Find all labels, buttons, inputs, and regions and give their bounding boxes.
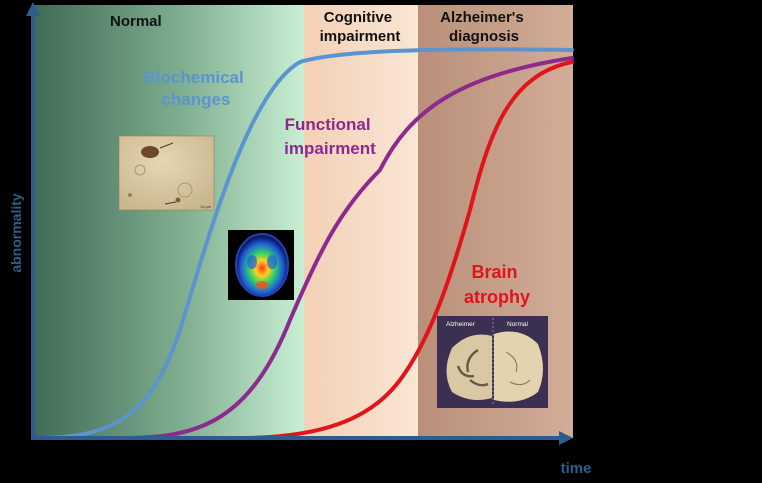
- stage-panel-cognitive-impairment: [304, 5, 418, 438]
- stage-panel-normal: [33, 5, 304, 438]
- pet-scan-image: [228, 230, 294, 300]
- brain-image-label-alzheimer: Alzheimer: [446, 321, 476, 328]
- label-biochemical-changes: Biochemical changes: [144, 68, 249, 109]
- histology-image: 10 µm: [118, 135, 215, 211]
- brain-atrophy-image: Alzheimer Normal: [437, 316, 548, 408]
- y-axis-arrowhead: [26, 2, 40, 16]
- stage-label-alzheimers-diagnosis: Alzheimer's diagnosis: [440, 9, 528, 45]
- brain-image-label-normal: Normal: [507, 321, 529, 328]
- label-functional-impairment: Functional impairment: [284, 115, 376, 158]
- histology-scale-label: 10 µm: [200, 204, 212, 209]
- x-axis-label: time: [561, 460, 592, 477]
- x-axis-arrowhead: [559, 431, 573, 445]
- curve-brain-atrophy: [236, 60, 574, 440]
- curve-functional-impairment: [123, 56, 574, 440]
- stage-label-normal: Normal: [110, 13, 162, 30]
- label-brain-atrophy: Brain atrophy: [464, 262, 530, 307]
- stage-label-cognitive-impairment: Cognitive impairment: [320, 9, 401, 45]
- curve-biochemical-changes: [33, 47, 574, 440]
- y-axis-label: abnormality: [8, 193, 24, 273]
